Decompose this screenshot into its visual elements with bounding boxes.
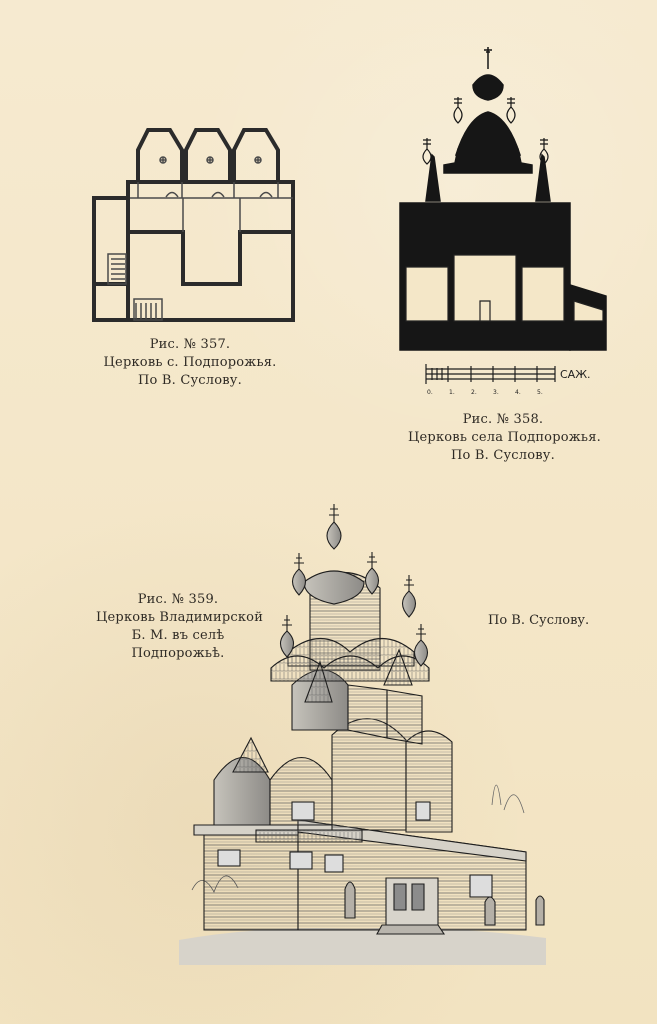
scale-tick-4: 4. (515, 389, 521, 396)
figure-358-title: Церковь села Подпорожья. (408, 430, 601, 445)
figure-359-line-3: Подпорожьѣ. (131, 646, 225, 661)
scale-tick-5: 5. (537, 389, 543, 396)
figure-359-line-1: Церковь Владимирской (96, 610, 264, 625)
scale-tick-1: 1. (449, 389, 455, 396)
scale-unit-label: САЖ. (560, 368, 591, 381)
figure-357-title: Церковь с. Подпорожья. (103, 355, 277, 370)
church-section-drawing (399, 47, 607, 351)
scale-tick-3: 3. (493, 389, 499, 396)
figure-359-line-2: Б. М. въ селѣ (131, 628, 225, 643)
figure-358-source: По В. Суслову. (451, 448, 555, 463)
figure-357-caption: Рис. № 357. Церковь с. Подпорожья. По В.… (100, 336, 280, 390)
scale-tick-2: 2. (471, 389, 477, 396)
scale-tick-0: 0. (427, 389, 433, 396)
figure-358-number: Рис. № 358. (462, 412, 544, 427)
figure-359-number: Рис. № 359. (137, 592, 219, 607)
wooden-church-engraving (179, 504, 546, 965)
figure-357-number: Рис. № 357. (149, 337, 231, 352)
figure-359-source: По В. Суслову. (488, 613, 590, 628)
church-plan-drawing (92, 128, 295, 322)
figure-357-source: По В. Суслову. (138, 373, 242, 388)
figure-358-caption: Рис. № 358. Церковь села Подпорожья. По … (408, 411, 601, 465)
scale-bar: САЖ. 0. 1. 2. 3. 4. 5. (425, 364, 591, 396)
figure-359-caption: Рис. № 359. Церковь Владимирской Б. М. в… (96, 591, 264, 663)
